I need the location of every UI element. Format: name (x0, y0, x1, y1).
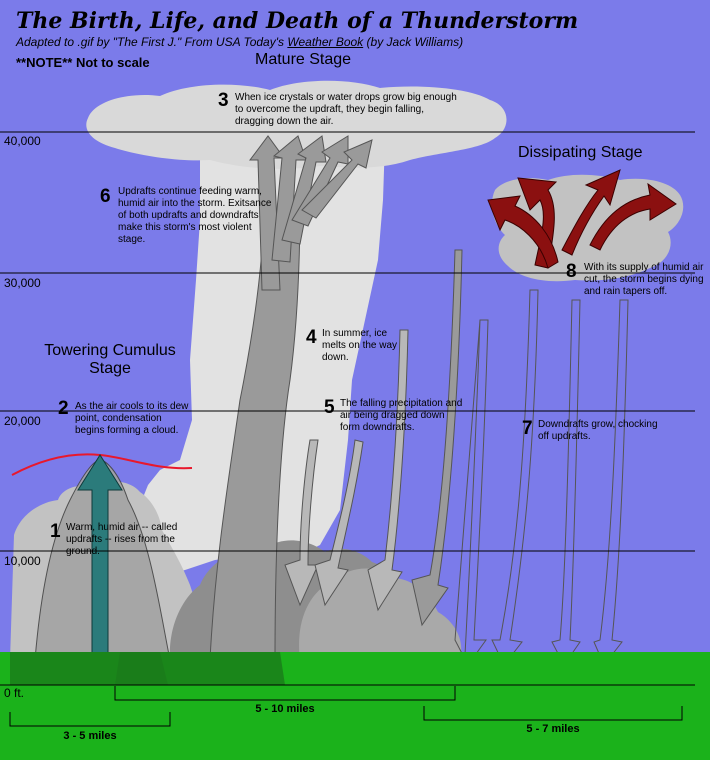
stage-label-towering: Towering Cumulus Stage (20, 342, 200, 378)
altitude-label-10000: 10,000 (4, 554, 41, 568)
altitude-label-40000: 40,000 (4, 134, 41, 148)
stage-label-towering-line1: Towering Cumulus (44, 342, 176, 359)
step-3-text: When ice crystals or water drops grow bi… (235, 92, 457, 127)
step-4-text: In summer, ice melts on the way down. (322, 328, 398, 363)
step-8-text: With its supply of humid air cut, the st… (584, 262, 704, 297)
step-7-number: 7 (522, 418, 533, 439)
credit-book-title: Weather Book (287, 35, 364, 49)
step-7-text: Downdrafts grow, chocking off updrafts. (538, 419, 658, 442)
step-5-number: 5 (324, 397, 335, 418)
step-4-number: 4 (306, 327, 317, 348)
step-3-number: 3 (218, 90, 229, 111)
step-2-number: 2 (58, 398, 69, 419)
credit-line: Adapted to .gif by "The First J." From U… (16, 35, 463, 49)
step-1-number: 1 (50, 521, 61, 542)
distance-brackets (9, 686, 683, 727)
step-1-text: Warm, humid air -- called updrafts -- ri… (66, 522, 178, 557)
altitude-label-30000: 30,000 (4, 276, 41, 290)
mature-anvil-cloud (86, 80, 507, 169)
step-2-text: As the air cools to its dew point, conde… (75, 401, 189, 436)
mature-downdraft-arrows (284, 249, 463, 627)
step-6-number: 6 (100, 186, 111, 207)
towering-updraft-arrow (77, 454, 123, 661)
ground-shadow-mature (115, 652, 285, 685)
dissipating-arrows (487, 169, 677, 269)
distance-label-towering: 3 - 5 miles (63, 730, 117, 742)
altitude-label-20000: 20,000 (4, 414, 41, 428)
step-5-text: The falling precipitation and air being … (340, 398, 463, 433)
credit-suffix: (by Jack Williams) (363, 35, 464, 49)
altitude-lines (0, 131, 695, 552)
dissipating-downdraft-arrows (454, 289, 629, 666)
scale-note: **NOTE** Not to scale (16, 55, 150, 70)
page-title: The Birth, Life, and Death of a Thunders… (16, 8, 579, 34)
mature-updraft-arrows (249, 135, 373, 291)
altitude-label-ground: 0 ft. (4, 686, 25, 700)
distance-label-dissipating: 5 - 7 miles (526, 723, 580, 735)
step-6-text: Updrafts continue feeding warm, humid ai… (118, 186, 272, 245)
step-8-number: 8 (566, 261, 577, 282)
distance-label-mature: 5 - 10 miles (255, 703, 315, 715)
stage-label-mature: Mature Stage (255, 51, 352, 68)
stage-label-dissipating: Dissipating Stage (518, 144, 643, 161)
stage-label-towering-line2: Stage (89, 360, 131, 377)
credit-prefix: Adapted to .gif by "The First J." From U… (16, 35, 288, 49)
